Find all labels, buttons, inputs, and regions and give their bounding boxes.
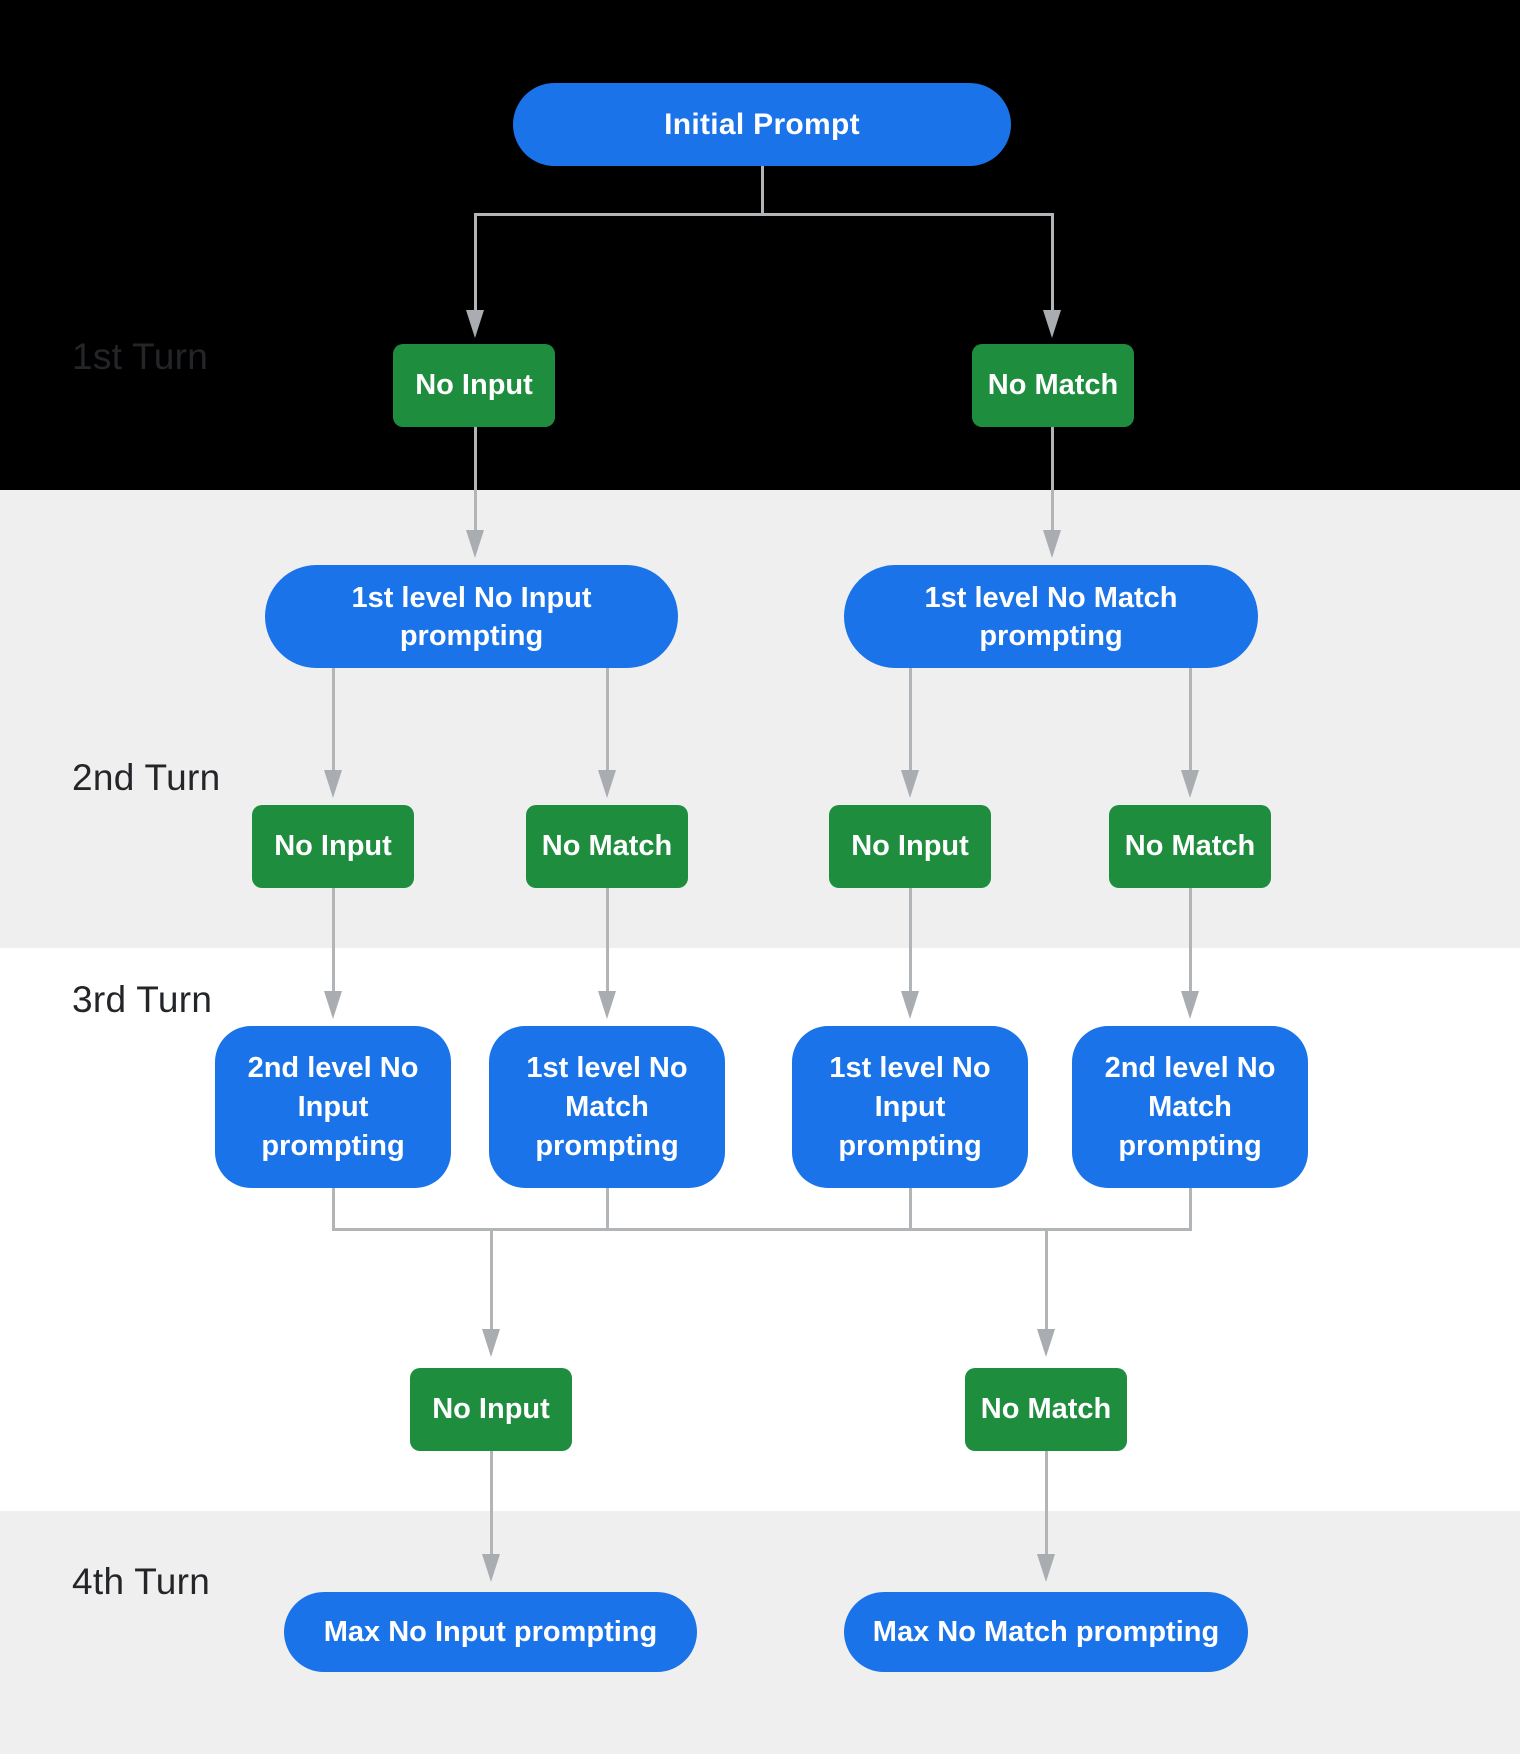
arrowhead-t1-no-match [1043,310,1061,338]
node-turn1-no-match: No Match [972,344,1134,427]
node-max-no-match-prompting: Max No Match prompting [844,1592,1248,1672]
edge-to-t3-box1 [331,888,335,991]
arrowhead-t2-no-input-a [324,770,342,798]
node-max-no-input-prompting: Max No Input prompting [284,1592,697,1672]
node-1st-level-no-match-prompting: 1st level No Match prompting [844,565,1258,668]
edge-t2p1-left [331,668,335,770]
arrowhead-t3-box2 [598,991,616,1019]
node-1st-level-no-match-prompting-2: 1st level No Match prompting [489,1026,725,1188]
arrowhead-t2-no-match-b [1181,770,1199,798]
turn-label-3rd: 3rd Turn [72,979,213,1020]
turn-label-4th: 4th Turn [72,1561,211,1602]
edge-to-t3-box3 [908,888,912,991]
edge-t3-box4-stub [1188,1188,1192,1231]
node-turn3-no-match: No Match [965,1368,1127,1451]
edge-initial-stem [760,166,764,213]
arrowhead-max-no-input [482,1554,500,1582]
node-turn3-no-input: No Input [410,1368,572,1451]
edge-t2p2-left [908,668,912,770]
arrowhead-t2-no-match-prompt [1043,530,1061,558]
edge-t2p1-right [605,668,609,770]
edge-to-max-no-match [1044,1451,1048,1554]
turn-label-1st: 1st Turn [72,336,209,377]
arrowhead-max-no-match [1037,1554,1055,1582]
band-turn-4 [0,1511,1520,1754]
arrowhead-t3-box1 [324,991,342,1019]
arrowhead-t2-no-input-b [901,770,919,798]
node-1st-level-no-input-prompting-2: 1st level No Input prompting [792,1026,1028,1188]
edge-to-t1-no-input [473,213,477,310]
node-turn2-no-match-b: No Match [1109,805,1271,888]
arrowhead-t3-no-match [1037,1329,1055,1357]
node-turn1-no-input: No Input [393,344,555,427]
node-1st-level-no-input-prompting: 1st level No Input prompting [265,565,678,668]
node-turn2-no-input-a: No Input [252,805,414,888]
arrowhead-t3-no-input [482,1329,500,1357]
edge-t2p2-right [1188,668,1192,770]
arrowhead-t3-box3 [901,991,919,1019]
edge-to-t3-no-input [489,1228,493,1329]
edge-t3-merge-bus [331,1228,1192,1231]
edge-to-t3-box2 [605,888,609,991]
edge-t3-box1-stub [331,1188,335,1231]
edge-to-t3-no-match [1044,1228,1048,1329]
edge-t3-box3-stub [908,1188,912,1231]
node-turn2-no-match-a: No Match [526,805,688,888]
arrowhead-t2-no-match-a [598,770,616,798]
edge-to-max-no-input [489,1451,493,1554]
node-2nd-level-no-input-prompting: 2nd level No Input prompting [215,1026,451,1188]
arrowhead-t3-box4 [1181,991,1199,1019]
edge-to-t1-no-match [1050,213,1054,310]
arrowhead-t2-no-input-prompt [466,530,484,558]
edge-t1-no-match-down [1050,427,1054,530]
band-turn-2 [0,490,1520,948]
edge-initial-split-bus [473,213,1054,216]
edge-t1-no-input-down [473,427,477,530]
turn-label-2nd: 2nd Turn [72,757,221,798]
node-initial-prompt: Initial Prompt [513,83,1011,166]
band-turn-1 [0,0,1520,490]
edge-to-t3-box4 [1188,888,1192,991]
node-turn2-no-input-b: No Input [829,805,991,888]
edge-t3-box2-stub [605,1188,609,1231]
node-2nd-level-no-match-prompting: 2nd level No Match prompting [1072,1026,1308,1188]
arrowhead-t1-no-input [466,310,484,338]
